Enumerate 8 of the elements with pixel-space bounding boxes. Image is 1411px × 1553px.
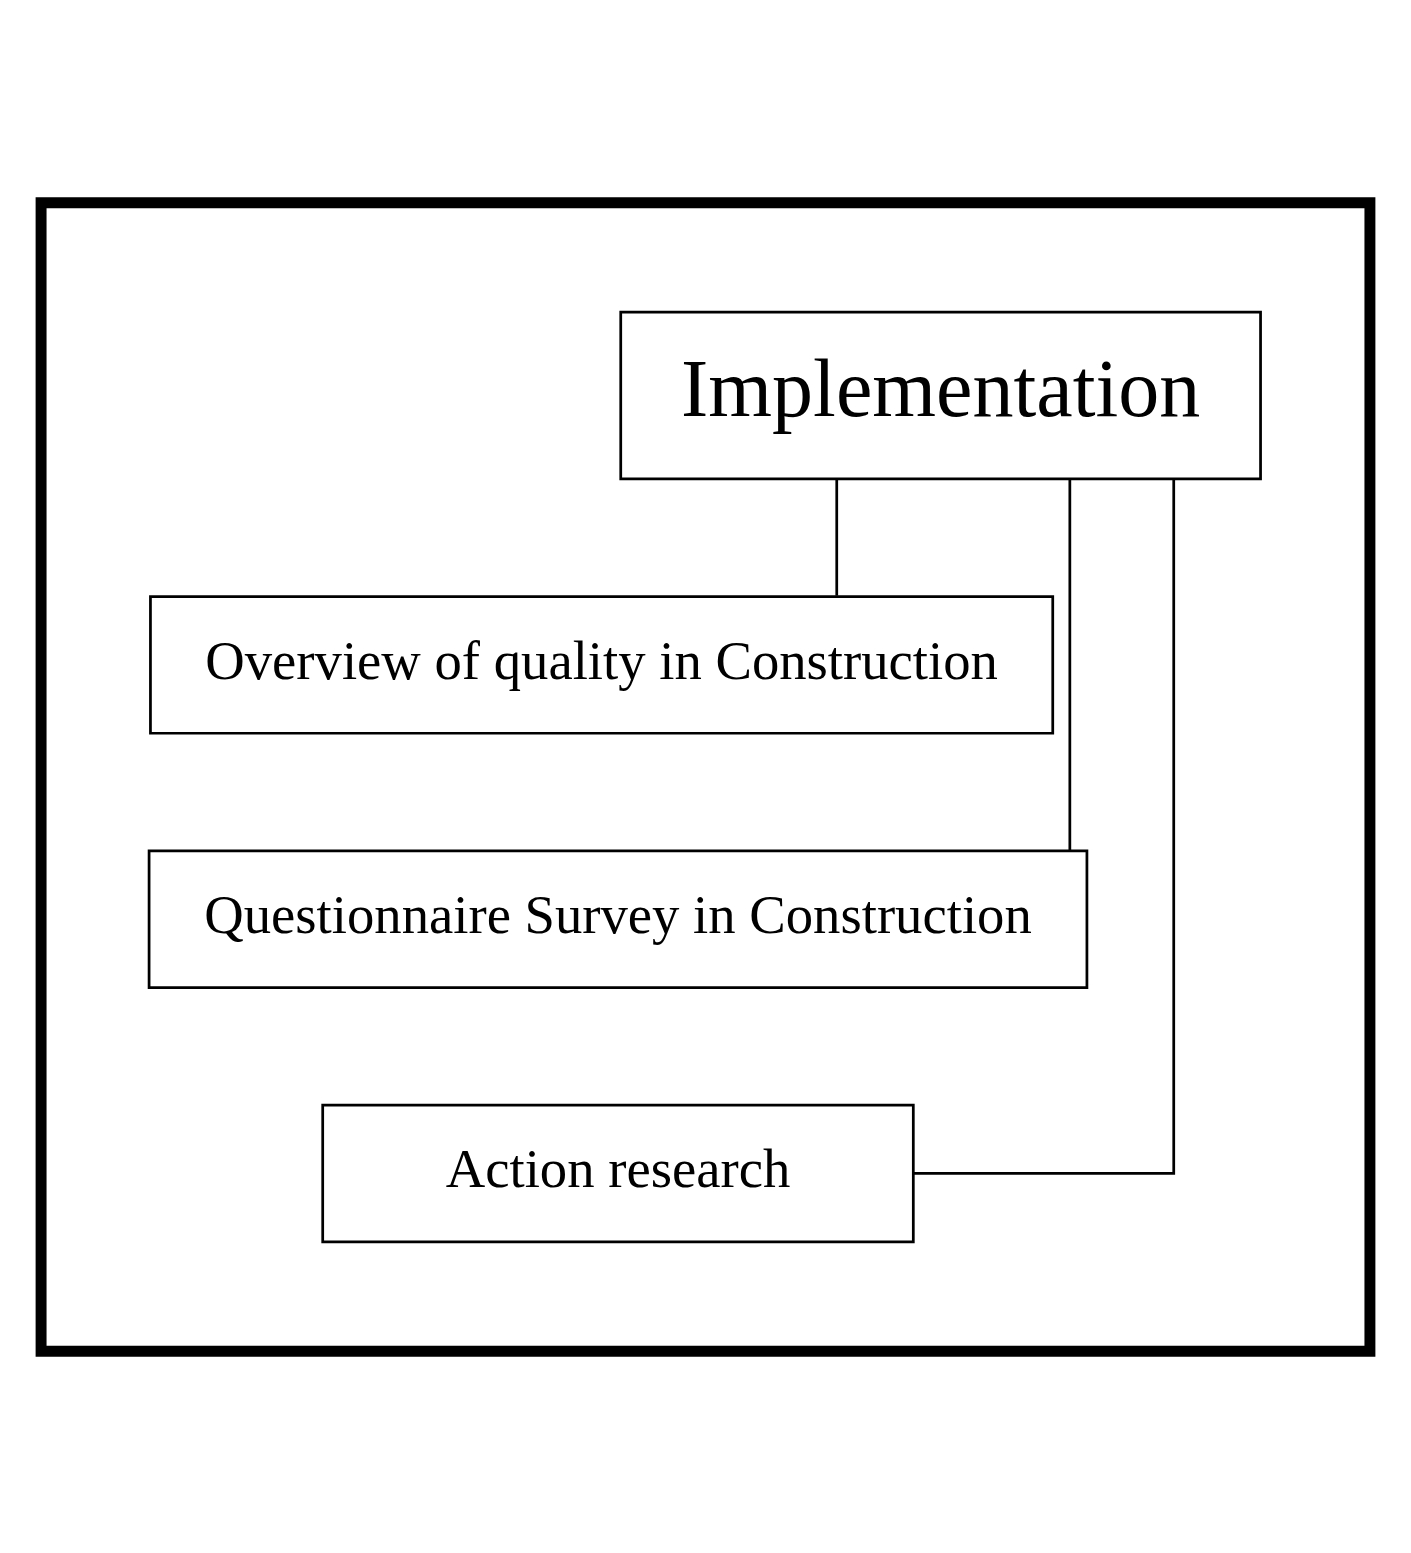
connector: [835, 478, 839, 596]
node-box: Questionnaire Survey in Construction: [147, 848, 1089, 989]
connector: [913, 479, 1176, 1175]
cluster: [35, 196, 1376, 1357]
node-box: Action research: [321, 1103, 915, 1243]
connector: [1068, 479, 1072, 850]
node-box: Overview of quality in Construction: [149, 594, 1055, 735]
node-box: Implementation: [619, 310, 1262, 480]
